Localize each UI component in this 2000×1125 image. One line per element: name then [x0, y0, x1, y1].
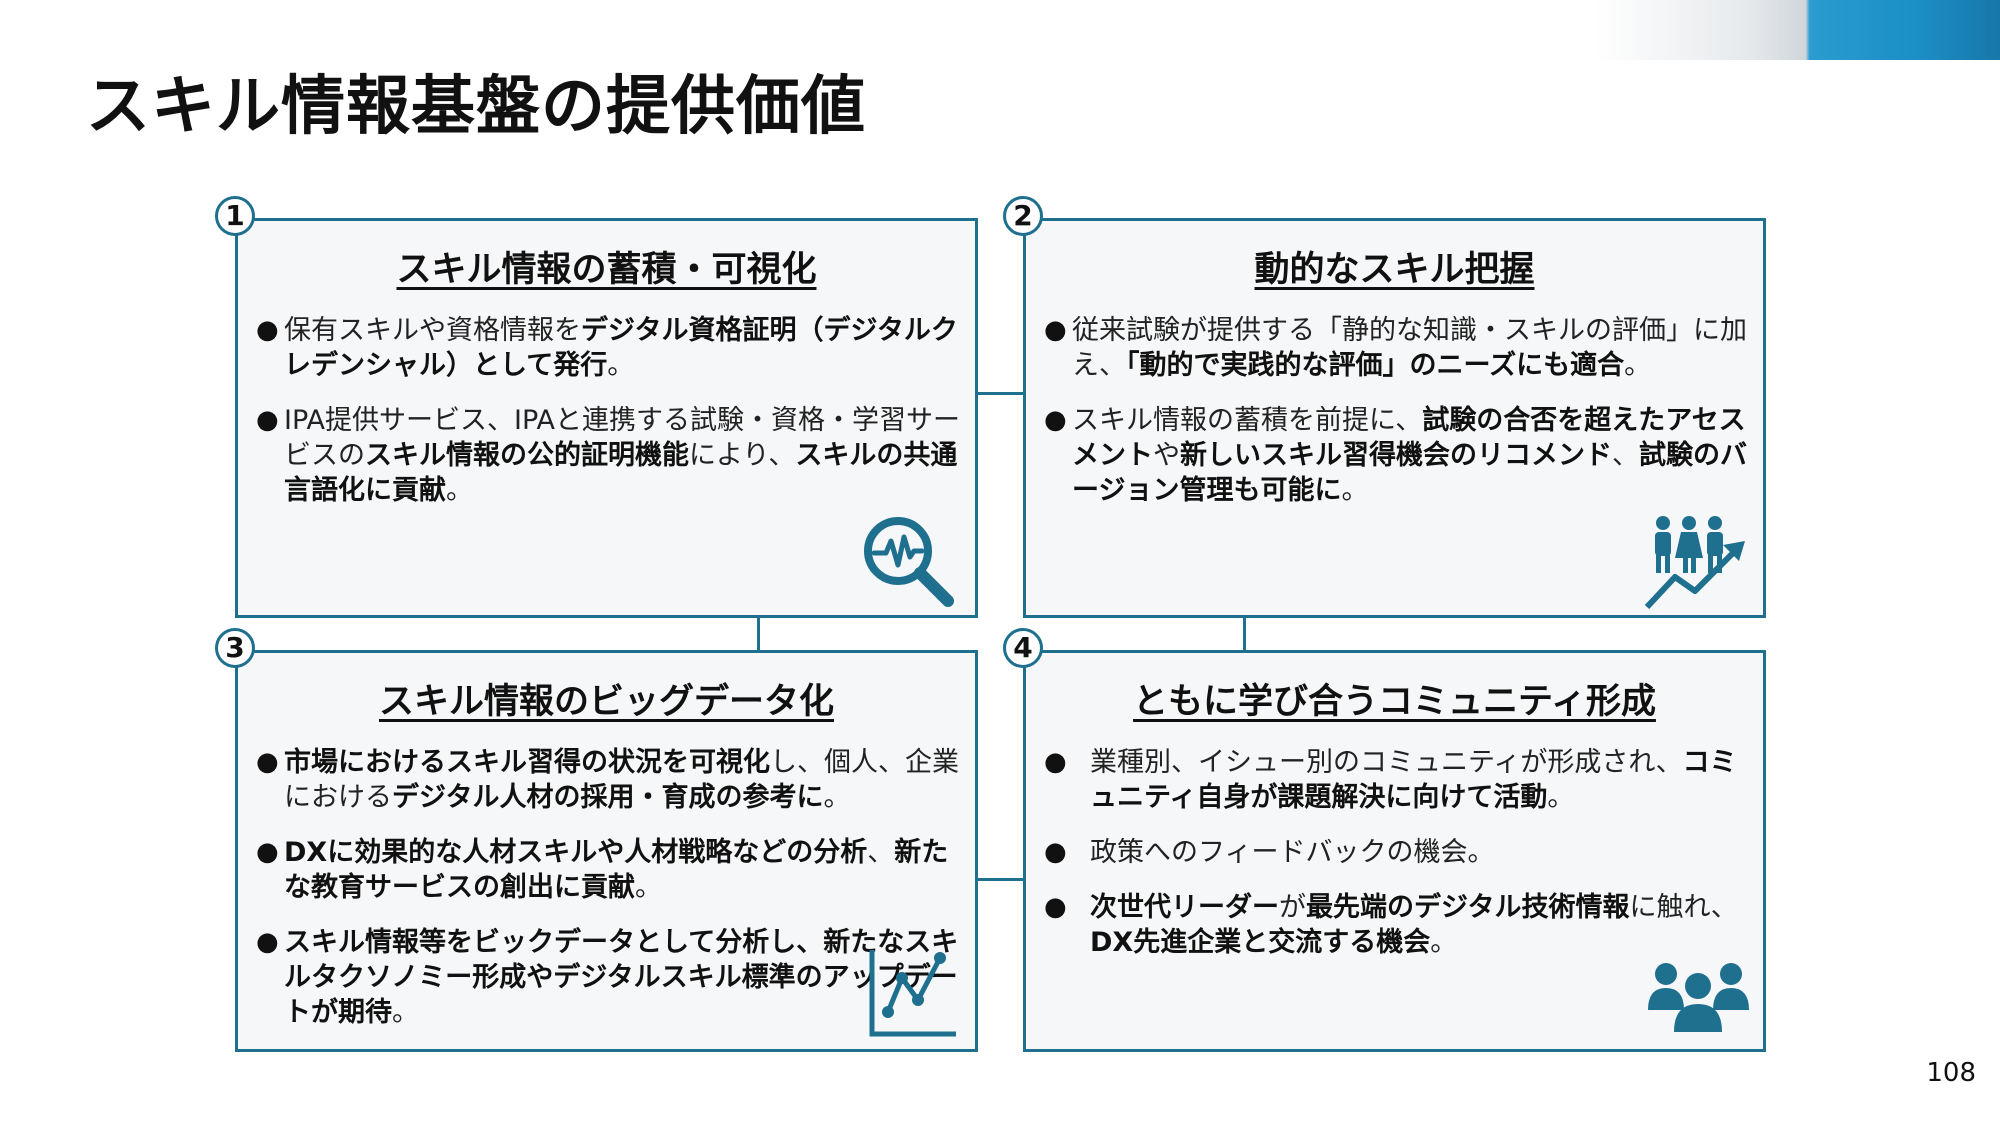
bullet-item: 業種別、イシュー別のコミュニティが形成され、コミュニティ自身が課題解決に向けて活… [1044, 745, 1749, 815]
bullet-text: や [1153, 440, 1180, 471]
connector-left [757, 618, 760, 650]
card-number-badge: 1 [215, 196, 255, 236]
bullet-item: 市場におけるスキル習得の状況を可視化し、個人、企業におけるデジタル人材の採用・育… [256, 745, 961, 815]
connector-top [978, 392, 1024, 395]
magnifier-waveform-icon [864, 517, 954, 607]
bullet-item: 次世代リーダーが最先端のデジタル技術情報に触れ、 DX先進企業と交流する機会。 [1044, 890, 1749, 960]
bullet-item: IPA提供サービス、IPAと連携する試験・資格・学習サービスのスキル情報の公的証… [256, 403, 961, 508]
bullet-text: 、 [867, 837, 895, 868]
bullet-text: 。 [446, 475, 473, 506]
bullet-text: 、 [1612, 440, 1639, 471]
corner-accent-bar [1595, 0, 2000, 60]
bullet-list: 保有スキルや資格情報をデジタル資格証明（デジタルクレデンシャル）として発行。IP… [256, 313, 961, 528]
bullet-text: 。 [1430, 927, 1458, 958]
bullet-text: 業種別、イシュー別のコミュニティが形成され、 [1090, 747, 1683, 778]
bullet-item: 従来試験が提供する「静的な知識・スキルの評価」に加え、「動的で実践的な評価」のニ… [1044, 313, 1749, 383]
bullet-text: 政策へのフィードバックの機会。 [1090, 837, 1495, 868]
bullet-text-bold: 次世代リーダー [1090, 892, 1279, 923]
bullet-item: 政策へのフィードバックの機会。 [1044, 835, 1749, 870]
bullet-text-bold: デジタル資格証明（デジタルクレデンシャル）として発行 [284, 315, 958, 381]
bullet-text-bold: 試験のバージョン管理も可能に [1072, 440, 1747, 506]
card-title: スキル情報のビッグデータ化 [378, 682, 834, 722]
card-title: 動的なスキル把握 [1254, 250, 1535, 290]
bullet-text-bold: スキルの共通言語化に貢献 [284, 440, 958, 506]
bullet-text-bold: 試験の合否を超えたアセスメント [1072, 405, 1746, 471]
value-card-2: 動的なスキル把握 従来試験が提供する「静的な知識・スキルの評価」に加え、「動的で… [1023, 218, 1766, 618]
bullet-text: 。 [1624, 350, 1652, 381]
connector-right [1243, 618, 1246, 650]
bullet-text: 。 [1547, 782, 1575, 813]
card-number-badge: 4 [1003, 628, 1043, 668]
bullet-list: 市場におけるスキル習得の状況を可視化し、個人、企業におけるデジタル人材の採用・育… [256, 745, 961, 1050]
card-title: スキル情報の蓄積・可視化 [396, 250, 817, 290]
bullet-text-bold: 最先端のデジタル技術情報 [1306, 892, 1630, 923]
bullet-text: 。 [607, 350, 635, 381]
value-card-4: ともに学び合うコミュニティ形成 業種別、イシュー別のコミュニティが形成され、コミ… [1023, 650, 1766, 1052]
page-number: 108 [1926, 1058, 1976, 1088]
card-number-badge: 2 [1003, 196, 1043, 236]
bullet-item: 保有スキルや資格情報をデジタル資格証明（デジタルクレデンシャル）として発行。 [256, 313, 961, 383]
bullet-text: IPA提供サービス、IPAと連携する試験・資格・学習サービスの [284, 405, 960, 471]
bullet-text: により、 [689, 440, 796, 471]
card-title: ともに学び合うコミュニティ形成 [1133, 682, 1656, 722]
bullet-text: スキル情報の蓄積を前提に、 [1072, 405, 1423, 436]
bullet-text: し、個人、企業における [284, 747, 959, 813]
bullet-text-bold: 「動的で実践的な評価」のニーズにも適合 [1126, 350, 1625, 381]
bullet-text-bold: コミュニティ自身が課題解決に向けて活動 [1090, 747, 1737, 813]
bullet-item: スキル情報等をビックデータとして分析し、新たなスキルタクソノミー形成やデジタルス… [256, 925, 961, 1030]
card-number-badge: 3 [215, 628, 255, 668]
bullet-text: 。 [823, 782, 851, 813]
bullet-text: 。 [635, 872, 662, 903]
bullet-text: に触れ、 [1629, 892, 1738, 923]
value-card-1: スキル情報の蓄積・可視化 保有スキルや資格情報をデジタル資格証明（デジタルクレデ… [235, 218, 978, 618]
page-title: スキル情報基盤の提供価値 [86, 70, 866, 144]
value-card-3: スキル情報のビッグデータ化 市場におけるスキル習得の状況を可視化し、個人、企業に… [235, 650, 978, 1052]
bullet-list: 業種別、イシュー別のコミュニティが形成され、コミュニティ自身が課題解決に向けて活… [1044, 745, 1749, 980]
bullet-text: 。 [1341, 475, 1369, 506]
bullet-text-bold: スキル情報等をビックデータとして分析し、新たなスキルタクソノミー形成やデジタルス… [284, 927, 959, 1028]
bullet-text-bold: デジタル人材の採用・育成の参考に [392, 782, 824, 813]
bullet-text: 従来試験が提供する「静的な知識・スキルの評価」に加え、 [1072, 315, 1747, 381]
bullet-text-bold: DXに効果的な人材スキルや人材戦略などの分析 [284, 837, 868, 868]
bullet-text-bold: スキル情報の公的証明機能 [365, 440, 689, 471]
bullet-text-bold: DX先進企業と交流する機会 [1090, 927, 1431, 958]
community-icon [1648, 963, 1749, 1032]
people-growth-icon [1644, 516, 1745, 610]
bullet-item: DXに効果的な人材スキルや人材戦略などの分析、新たな教育サービスの創出に貢献。 [256, 835, 961, 905]
bullet-text-bold: 市場におけるスキル習得の状況を可視化 [284, 747, 770, 778]
bullet-list: 従来試験が提供する「静的な知識・スキルの評価」に加え、「動的で実践的な評価」のニ… [1044, 313, 1749, 528]
connector-bottom [978, 878, 1024, 881]
line-chart-icon [869, 950, 956, 1037]
bullet-text: 。 [392, 997, 419, 1028]
bullet-text-bold: 新しいスキル習得機会のリコメンド [1180, 440, 1612, 471]
bullet-item: スキル情報の蓄積を前提に、試験の合否を超えたアセスメントや新しいスキル習得機会の… [1044, 403, 1749, 508]
bullet-text: 保有スキルや資格情報を [284, 315, 581, 346]
bullet-text: が [1279, 892, 1306, 923]
bullet-text-bold: 新たな教育サービスの創出に貢献 [284, 837, 949, 903]
